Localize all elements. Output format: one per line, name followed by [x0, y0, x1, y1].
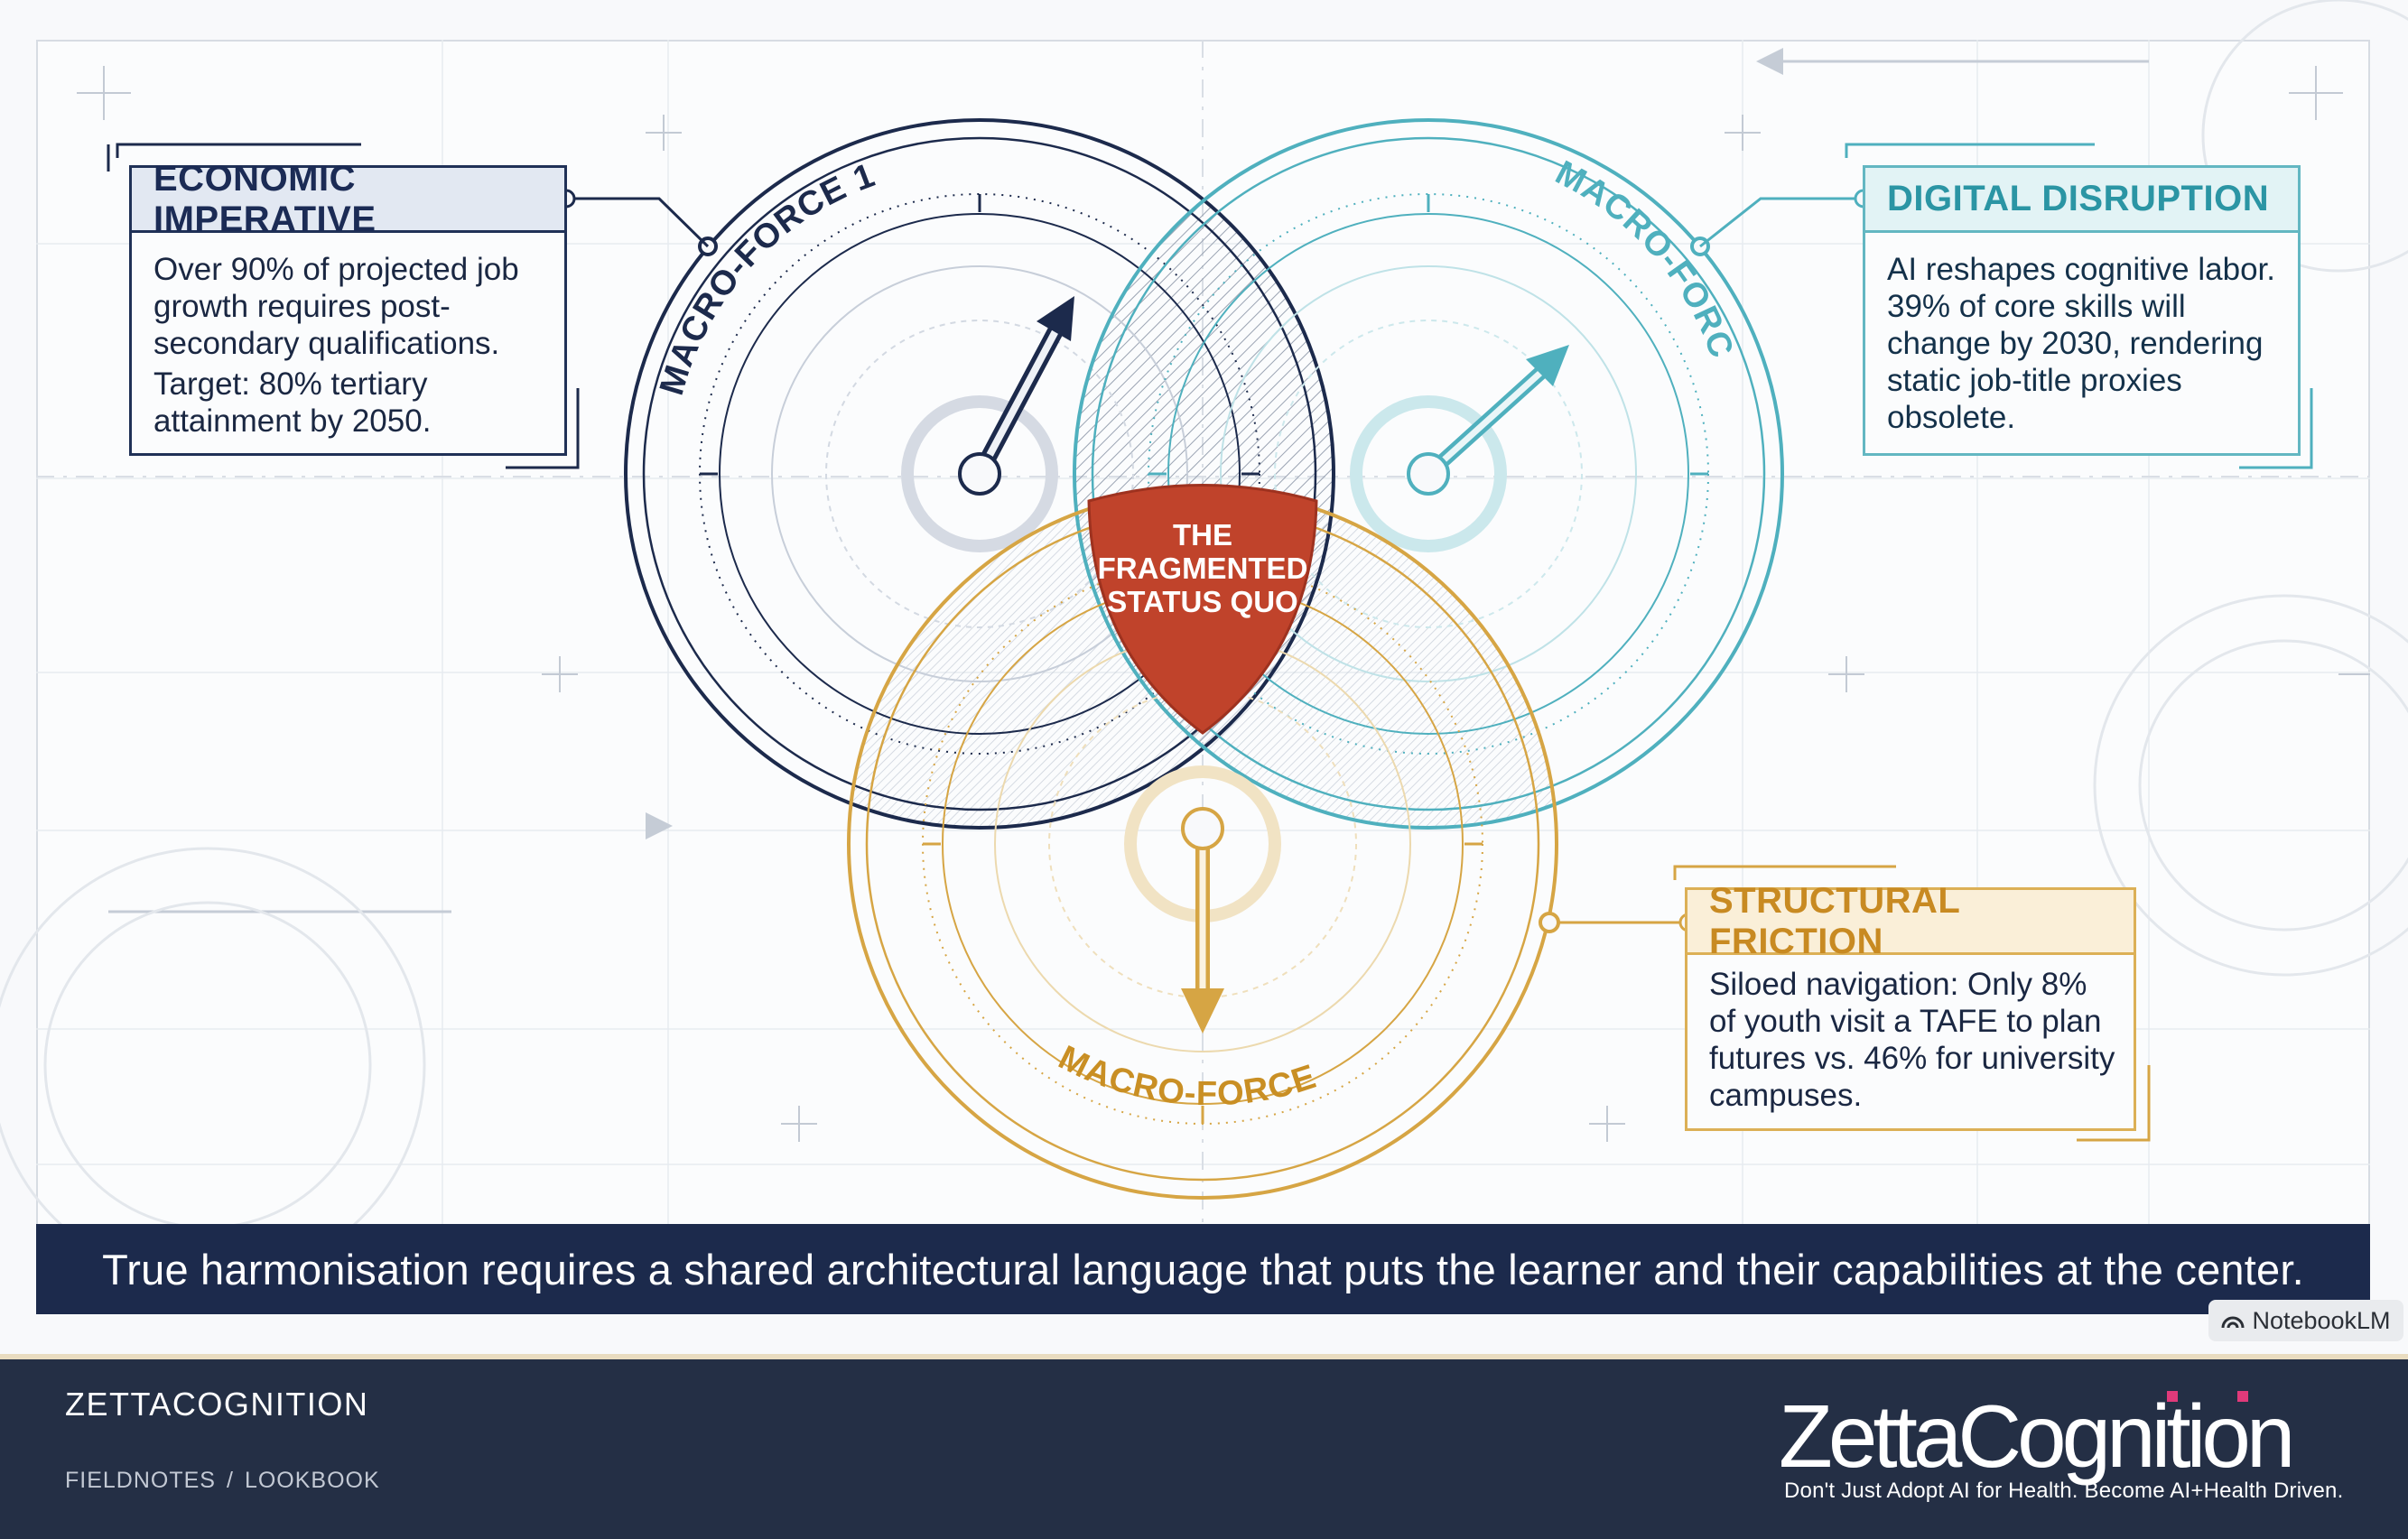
- footer-brand-name[interactable]: ZETTACOGNITION: [65, 1386, 369, 1423]
- notebooklm-label: NotebookLM: [2252, 1306, 2391, 1334]
- logo-tagline: Don't Just Adopt AI for Health. Become A…: [1784, 1479, 2344, 1503]
- notebooklm-icon: [2221, 1316, 2245, 1329]
- breadcrumb-lookbook[interactable]: LOOKBOOK: [244, 1468, 380, 1493]
- logo-accent-dots: [2167, 1391, 2248, 1402]
- overlap-hatch-13: [849, 490, 1334, 828]
- footer-divider: [0, 1354, 2408, 1359]
- slide: THE FRAGMENTED STATUS QUO MACRO-FORCE 1 …: [0, 0, 2408, 1341]
- status-quo-shield: [1087, 484, 1318, 735]
- macro-force-1-needle-tip: [1037, 296, 1074, 341]
- structural-friction-body: Siloed navigation: Only 8% of youth visi…: [1709, 966, 2115, 1114]
- digital-disruption-body: AI reshapes cognitive labor. 39% of core…: [1887, 251, 2280, 436]
- macro-force-2-ring-outer: [1073, 118, 1784, 830]
- zettacognition-logo: ZettaCognition Don't Just Adopt AI for H…: [1779, 1386, 2357, 1512]
- digital-disruption-text: AI reshapes cognitive labor. 39% of core…: [1887, 252, 2275, 435]
- status-quo-line-2: FRAGMENTED: [1098, 552, 1308, 585]
- status-quo-line-1: THE: [1173, 518, 1232, 552]
- structural-friction-text: Siloed navigation: Only 8% of youth visi…: [1709, 967, 2115, 1113]
- overlap-hatch-23: [1074, 490, 1557, 828]
- logo-wordmark: ZettaCognition: [1779, 1386, 2295, 1486]
- economic-imperative-text: Over 90% of projected job growth require…: [153, 252, 519, 361]
- economic-imperative-callout: ECONOMIC IMPERATIVE Over 90% of projecte…: [129, 159, 567, 456]
- structural-friction-title: STRUCTURAL FRICTION: [1687, 881, 2134, 961]
- footer-breadcrumb: FIELDNOTES / LOOKBOOK: [65, 1468, 380, 1494]
- economic-imperative-target: Target: 80% tertiary attainment by 2050.: [153, 366, 432, 439]
- status-quo-line-3: STATUS QUO: [1107, 585, 1297, 618]
- economic-imperative-body: Over 90% of projected job growth require…: [153, 251, 546, 440]
- breadcrumb-fieldnotes[interactable]: FIELDNOTES: [65, 1468, 216, 1493]
- economic-imperative-title: ECONOMIC IMPERATIVE: [132, 159, 564, 239]
- macro-force-2-needle-tip: [1526, 345, 1569, 386]
- digital-disruption-callout: DIGITAL DISRUPTION AI reshapes cognitive…: [1863, 165, 2301, 456]
- guide-arrows: [108, 48, 2149, 913]
- callout-brackets: [107, 143, 2313, 1142]
- notebooklm-watermark: NotebookLM: [2208, 1300, 2403, 1341]
- page-footer: [0, 1354, 2408, 1539]
- macro-force-3-needle-tip: [1181, 988, 1224, 1034]
- structural-friction-callout: STRUCTURAL FRICTION Siloed navigation: O…: [1685, 881, 2136, 1131]
- crosshair-marks: [77, 66, 2370, 1142]
- macro-force-1-ring-outer: [624, 118, 1335, 830]
- digital-disruption-title: DIGITAL DISRUPTION: [1865, 168, 2298, 233]
- macro-force-2-gauge: [1073, 118, 1784, 830]
- takeaway-banner: True harmonisation requires a shared arc…: [36, 1224, 2370, 1314]
- macro-force-3-connector: [1539, 912, 1560, 933]
- takeaway-text: True harmonisation requires a shared arc…: [102, 1245, 2304, 1293]
- breadcrumb-separator: /: [226, 1468, 234, 1493]
